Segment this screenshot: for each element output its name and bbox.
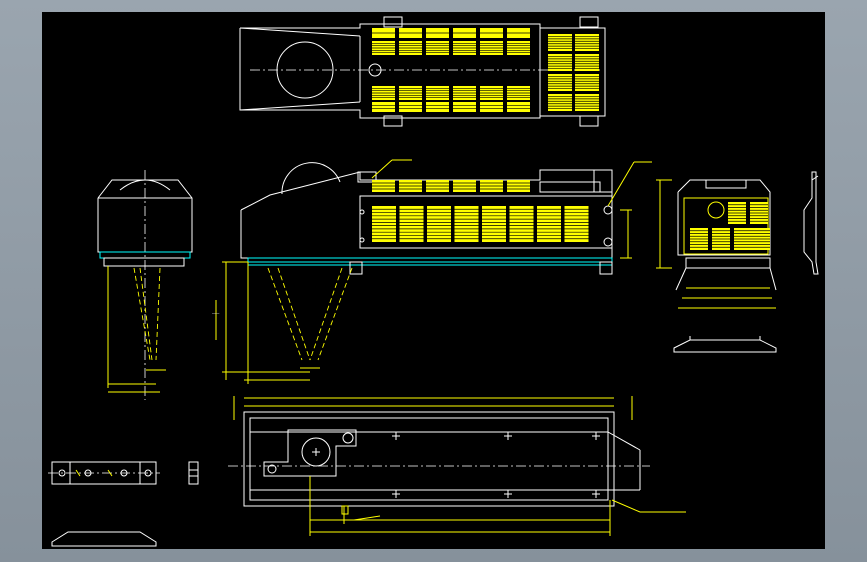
fin-block [507, 86, 530, 100]
fin-block [426, 180, 449, 192]
svg-text:———: ——— [212, 311, 220, 316]
fin-block [750, 202, 768, 224]
small-block-detail [188, 461, 199, 485]
fin-block [734, 228, 752, 250]
fin-block [548, 54, 572, 71]
fin-block [575, 34, 599, 51]
fin-block [453, 41, 476, 55]
drawing-canvas[interactable]: ——— [42, 12, 825, 549]
fin-block [480, 180, 503, 192]
fin-block [507, 180, 530, 192]
fin-block [426, 28, 449, 38]
fin-block [399, 206, 424, 242]
fin-block [399, 41, 422, 55]
fin-block [372, 41, 395, 55]
fin-block [548, 94, 572, 111]
fin-block [507, 28, 530, 38]
fin-block [426, 102, 449, 112]
fin-block [372, 180, 395, 192]
fin-block [575, 94, 599, 111]
fin-block [372, 86, 395, 100]
fin-block [399, 102, 422, 112]
cad-drawing: ——— [48, 16, 819, 547]
fin-block [548, 34, 572, 51]
mount-hole [312, 448, 320, 456]
fin-block [372, 28, 395, 38]
fin-block [507, 41, 530, 55]
mount-hole [592, 490, 600, 498]
top-view [239, 16, 606, 127]
left-side-view [97, 170, 193, 400]
fin-block [426, 41, 449, 55]
fin-block [399, 180, 422, 192]
front-view: ——— [212, 159, 652, 384]
profile-left-bottom [51, 531, 157, 547]
fin-block [728, 202, 746, 224]
mount-hole [504, 490, 512, 498]
mount-hole [504, 432, 512, 440]
fin-block [509, 206, 534, 242]
fin-block [480, 41, 503, 55]
fin-block [427, 206, 451, 242]
fin-block [399, 86, 422, 100]
fin-block [480, 86, 503, 100]
fin-block [712, 228, 730, 250]
fin-block [480, 28, 503, 38]
profile-right [803, 171, 819, 275]
fin-block [453, 86, 476, 100]
mount-hole [392, 432, 400, 440]
fin-block [575, 54, 599, 71]
fin-block [482, 206, 506, 242]
fin-block [690, 228, 708, 250]
base-plate-plan [228, 396, 686, 536]
fin-block [372, 102, 395, 112]
fin-block [453, 28, 476, 38]
fin-block [480, 102, 503, 112]
fin-block [453, 180, 476, 192]
fin-block [564, 206, 589, 242]
fin-block [372, 206, 396, 242]
fin-block [426, 86, 449, 100]
fin-block [548, 74, 572, 91]
fin-block [537, 206, 561, 242]
mounting-bracket-detail [48, 461, 160, 485]
fin-block [399, 28, 422, 38]
mount-hole [392, 490, 400, 498]
right-side-view [656, 179, 777, 309]
profile-right-bottom [673, 336, 777, 353]
mount-hole [592, 432, 600, 440]
fin-block [752, 228, 770, 250]
fin-block [454, 206, 479, 242]
fin-block [453, 102, 476, 112]
fin-block [507, 102, 530, 112]
fin-block [575, 74, 599, 91]
